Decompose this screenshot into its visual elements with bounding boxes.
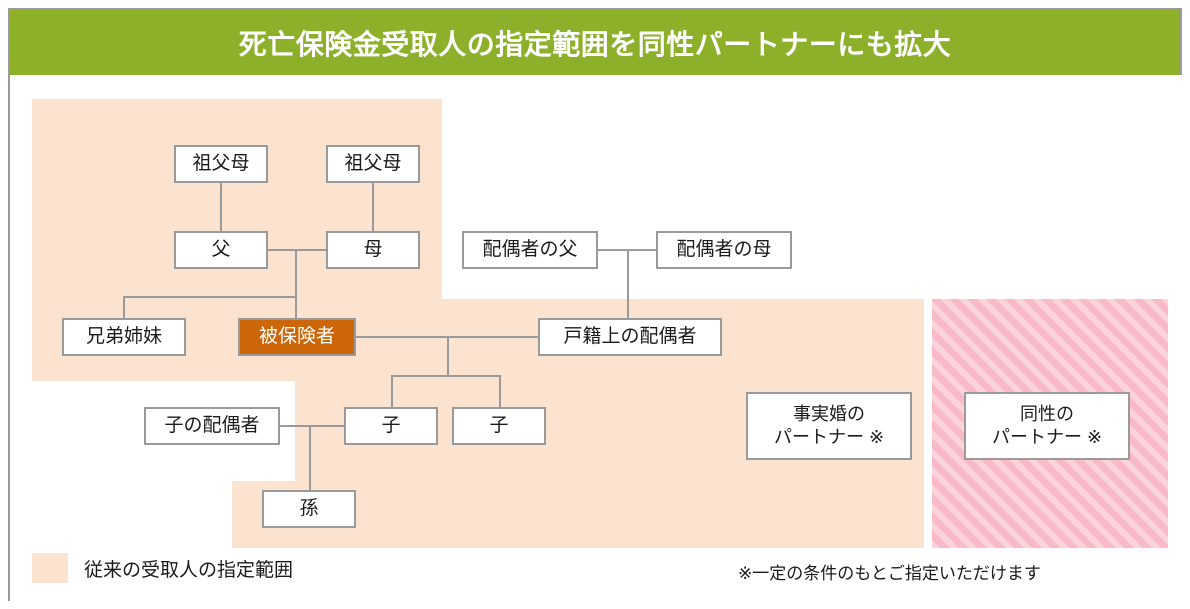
line-drop-child1 — [391, 375, 393, 407]
node-siblings[interactable]: 兄弟姉妹 — [62, 318, 186, 356]
node-child-spouse[interactable]: 子の配偶者 — [144, 407, 280, 445]
line-drop-grandchild — [309, 425, 311, 490]
legend-label: 従来の受取人の指定範囲 — [84, 559, 294, 581]
line-father-mother — [268, 249, 326, 251]
line-parents-drop — [295, 249, 297, 296]
node-same-sex-partner[interactable]: 同性の パートナー ※ — [964, 392, 1130, 460]
node-mother[interactable]: 母 — [326, 231, 420, 269]
node-spouse-father[interactable]: 配偶者の父 — [462, 231, 598, 269]
infographic-card: 死亡保険金受取人の指定範囲を同性パートナーにも拡大 — [8, 8, 1184, 601]
line-drop-siblings — [123, 296, 125, 318]
line-grandparentsR-mother — [372, 183, 374, 231]
line-children-bracket — [123, 296, 297, 298]
node-legal-spouse[interactable]: 戸籍上の配偶者 — [538, 318, 722, 356]
header-banner: 死亡保険金受取人の指定範囲を同性パートナーにも拡大 — [10, 10, 1180, 75]
node-grandchild[interactable]: 孫 — [262, 490, 356, 528]
line-grandparentsL-father — [220, 183, 222, 231]
node-grandparents-right[interactable]: 祖父母 — [326, 145, 420, 183]
node-father[interactable]: 父 — [174, 231, 268, 269]
node-child-2[interactable]: 子 — [452, 407, 546, 445]
footnote-text: ※一定の条件のもとご指定いただけます — [738, 564, 1041, 583]
page-title: 死亡保険金受取人の指定範囲を同性パートナーにも拡大 — [238, 28, 952, 60]
legend-swatch-peach — [32, 553, 68, 583]
node-common-law-partner[interactable]: 事実婚の パートナー ※ — [746, 392, 912, 460]
diagram-canvas: 祖父母 祖父母 父 母 配偶者の父 配偶者の母 兄弟姉妹 被保険者 戸籍上の配偶… — [10, 75, 1184, 601]
node-grandparents-left[interactable]: 祖父母 — [174, 145, 268, 183]
line-children-bar — [391, 375, 499, 377]
line-drop-insured — [295, 296, 297, 318]
legend: 従来の受取人の指定範囲 — [32, 553, 293, 583]
line-childspouse-child — [280, 425, 344, 427]
line-drop-child2 — [499, 375, 501, 407]
node-child-1[interactable]: 子 — [344, 407, 438, 445]
line-couple-drop — [447, 336, 449, 375]
line-spouseparents-drop — [627, 249, 629, 318]
node-insured-person[interactable]: 被保険者 — [238, 318, 356, 356]
node-spouse-mother[interactable]: 配偶者の母 — [656, 231, 792, 269]
